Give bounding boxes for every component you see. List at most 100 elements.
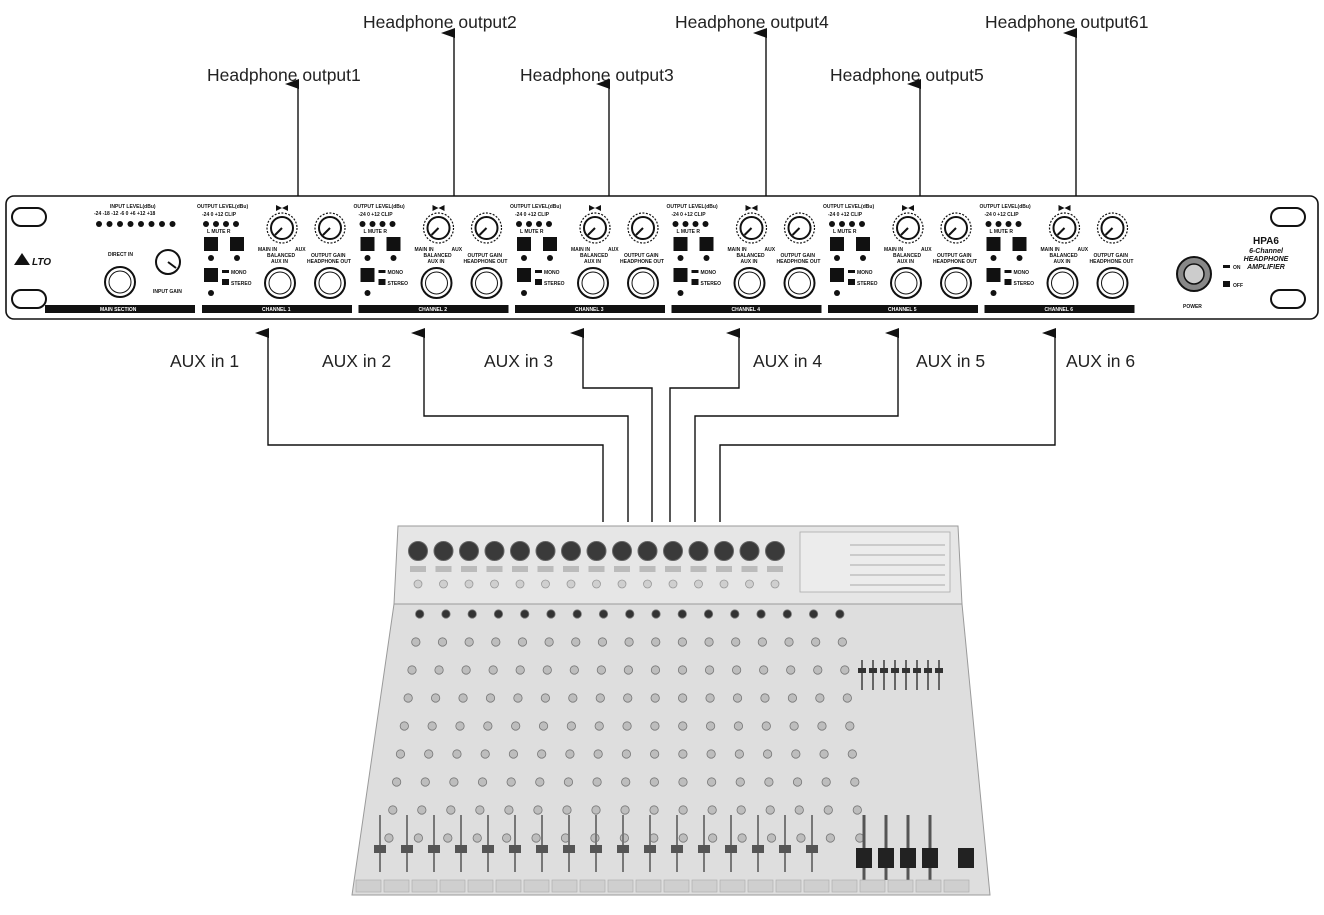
mixer-scribble-strip (747, 879, 774, 893)
mute-left-button[interactable] (673, 237, 688, 251)
headphone-out-label: HEADPHONE OUT (307, 259, 351, 265)
center-detent-icon (432, 205, 445, 211)
mute-left-button[interactable] (360, 237, 375, 251)
mixer-top-knob (433, 541, 454, 561)
mixer-channel-knob (593, 749, 603, 759)
mono-label: MONO (1014, 270, 1030, 276)
mixer-channel-knob (531, 833, 541, 843)
mixer-channel-knob (596, 665, 606, 675)
mono-icon (691, 270, 699, 273)
mixer-channel-knob (569, 665, 579, 675)
mixer-top-knob-small (643, 579, 652, 589)
mixer-channel-knob (511, 721, 521, 731)
mixer-channel-knob (533, 805, 543, 815)
mixer-channel-knob (424, 749, 434, 759)
output-level-scale: -24 0 +12 CLIP (828, 212, 863, 218)
mixer-channel-knob (461, 665, 471, 675)
mixer-channel-knob (437, 637, 448, 647)
main-in-label: MAIN IN (728, 247, 748, 253)
mixer-channel-knob (762, 749, 773, 759)
knob-pointer (900, 227, 909, 236)
output-gain-label: OUTPUT GAIN (624, 253, 659, 259)
mixer-channel-knob (384, 833, 394, 843)
input-level-led (127, 221, 134, 227)
brand-text: LTO (32, 257, 51, 268)
mixer-channel-knob (388, 805, 398, 815)
mixer-scribble-strip (915, 879, 942, 893)
main-aux-knob-scale (266, 212, 298, 244)
mixer-channel-knob (732, 665, 742, 675)
mixer-fader-cap (536, 845, 548, 853)
channel-bar (515, 305, 665, 313)
mute-right-button[interactable] (543, 237, 557, 251)
mixer-top-knob-small (770, 579, 780, 589)
mute-left-button[interactable] (830, 237, 844, 251)
aux-in-5-label: AUX in 5 (916, 351, 985, 371)
headphone-out-jack-ring (318, 271, 342, 295)
model-subtitle-1: 6-Channel (1249, 248, 1284, 255)
mixer-channel-knob (765, 805, 775, 815)
model-block: HPA6 6-Channel HEADPHONE AMPLIFIER (1244, 236, 1289, 271)
balanced-aux-in-jack-ring (738, 271, 761, 295)
output-level-led (682, 221, 689, 227)
mixer-scribble-strip (551, 879, 578, 893)
aux-label: AUX (1078, 247, 1089, 253)
mixer-channel-knob (395, 749, 406, 759)
mixer-fader-cap (725, 845, 737, 853)
rack-ear-slot-bottom-left (11, 289, 47, 309)
mono-stereo-button[interactable] (673, 268, 688, 282)
output-level-scale: -24 0 +12 CLIP (359, 212, 394, 218)
mono-stereo-button[interactable] (830, 268, 844, 282)
lmr-label: L MUTE R (207, 229, 231, 235)
mute-left-button[interactable] (986, 237, 1001, 251)
channel-bar (202, 305, 352, 313)
mute-right-button[interactable] (699, 237, 714, 251)
mixer-top-knob-small (439, 579, 448, 589)
output-level-led (213, 221, 219, 227)
stereo-icon (378, 279, 386, 285)
stereo-icon (222, 279, 229, 285)
mixer-channel-knob (650, 721, 660, 731)
mixer-channel-knob (808, 609, 819, 619)
mixer-channel-knob (537, 749, 547, 759)
output-gain-knob-scale (1096, 212, 1129, 244)
mixer-fader-cap (752, 845, 764, 853)
headphone-out-label: HEADPHONE OUT (620, 259, 664, 265)
input-level-led (148, 221, 155, 227)
mixer-channel-knob (504, 805, 514, 815)
output-level-title: OUTPUT LEVEL(dBu) (510, 204, 561, 210)
channel-label: CHANNEL 1 (262, 307, 291, 313)
mixer-channel-knob (411, 637, 421, 647)
mixer-channel-knob (759, 665, 769, 675)
mixer-top-detail (639, 566, 656, 572)
mixer-channel-knob (443, 833, 453, 843)
mixer-channel-knob (792, 777, 803, 787)
mute-right-button[interactable] (1012, 237, 1027, 251)
stereo-icon (1004, 279, 1012, 285)
mixer-channel-knob (678, 777, 688, 787)
center-detent-icon (902, 205, 914, 211)
mono-stereo-button[interactable] (517, 268, 531, 282)
mute-right-button[interactable] (856, 237, 870, 251)
main-in-label: MAIN IN (571, 247, 591, 253)
mono-stereo-button[interactable] (204, 268, 218, 282)
stereo-label: STEREO (701, 281, 722, 287)
mixer-channel-knob (598, 609, 609, 619)
mono-stereo-button[interactable] (360, 268, 375, 282)
output-level-led (1005, 221, 1012, 227)
mixer-fader-cap (779, 845, 791, 853)
mixer-top-knob (459, 541, 479, 561)
mute-left-button[interactable] (517, 237, 531, 251)
aux-in-label: AUX IN (584, 259, 601, 265)
mono-stereo-button[interactable] (986, 268, 1001, 282)
output-level-led (859, 221, 865, 227)
mute-right-button[interactable] (386, 237, 401, 251)
channel-bar (828, 305, 978, 313)
mute-right-button[interactable] (230, 237, 244, 251)
mixer-channel-knob (431, 693, 441, 703)
mute-left-button[interactable] (204, 237, 218, 251)
output-gain-knob-scale (783, 212, 816, 244)
mixer-channel-knob (446, 805, 456, 815)
